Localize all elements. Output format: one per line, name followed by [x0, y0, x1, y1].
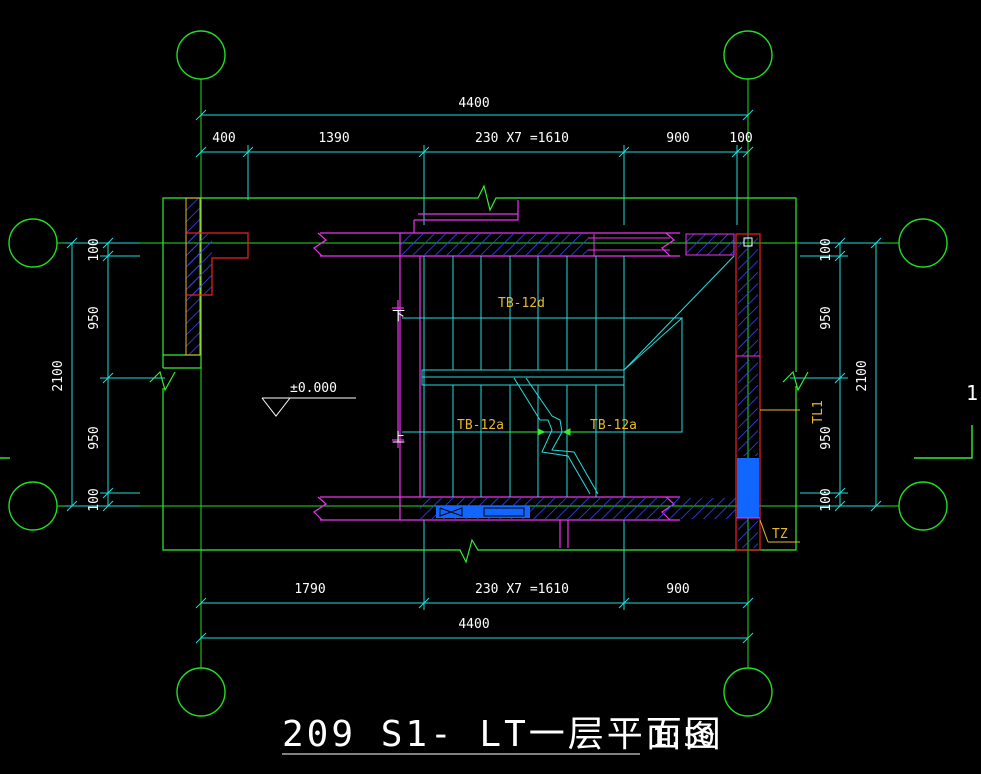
stair-treads — [402, 255, 735, 497]
label-down: 下 — [392, 309, 405, 324]
dim-bottom-overall: 4400 — [458, 617, 489, 632]
dim-bottom-steps: 230 X7 =1610 — [475, 582, 569, 597]
axis-circle-left-upper — [8, 218, 58, 268]
axis-circle-top-left — [176, 30, 226, 80]
dim-right-950-top: 950 — [819, 306, 834, 329]
dim-left-100-top: 100 — [87, 238, 102, 261]
label-tl1: TL1 — [811, 400, 826, 423]
dim-top-overall: 4400 — [458, 96, 489, 111]
label-up: 上 — [392, 431, 405, 446]
label-elevation: ±0.000 — [290, 381, 337, 396]
dim-top-400: 400 — [212, 131, 235, 146]
dim-left-100-bottom: 100 — [87, 488, 102, 511]
dimension-lines — [65, 109, 884, 644]
top-beam-hatch — [400, 234, 588, 255]
dim-right-100-top: 100 — [819, 238, 834, 261]
dim-bottom-1790: 1790 — [294, 582, 325, 597]
axis-circle-right-lower — [898, 481, 948, 531]
axis-circle-left-lower — [8, 481, 58, 531]
dim-top-100: 100 — [729, 131, 752, 146]
label-tz: TZ — [772, 527, 788, 542]
section-mark-number: 1 — [966, 381, 978, 405]
dim-top-steps: 230 X7 =1610 — [475, 131, 569, 146]
dim-top-1390: 1390 — [318, 131, 349, 146]
dim-left-950-bottom: 950 — [87, 426, 102, 449]
label-tb12a-right: TB-12a — [590, 418, 637, 433]
section-mark — [914, 425, 973, 459]
leaders — [759, 409, 800, 543]
column-tz-fill — [737, 458, 759, 518]
dim-left-2100: 2100 — [51, 360, 66, 391]
drawing-scale: 1:50 — [652, 723, 715, 753]
elevation-marker — [261, 397, 356, 417]
dim-right-100-bottom: 100 — [819, 488, 834, 511]
tread-arrows — [505, 428, 590, 436]
dim-right-2100: 2100 — [855, 360, 870, 391]
right-column — [735, 233, 761, 551]
axis-circle-right-upper — [898, 218, 948, 268]
axis-circle-bottom-right — [723, 667, 773, 717]
axis-lines — [57, 79, 899, 668]
axis-circle-bottom-left — [176, 667, 226, 717]
dim-right-950-bottom: 950 — [819, 426, 834, 449]
stair-structure — [313, 200, 680, 548]
dim-bottom-900: 900 — [666, 582, 689, 597]
left-column — [185, 197, 249, 356]
top-beam-right-hatch — [686, 234, 734, 255]
dim-left-950-top: 950 — [87, 306, 102, 329]
axis-circle-top-right — [723, 30, 773, 80]
label-tb12d: TB-12d — [498, 296, 545, 311]
dim-top-900: 900 — [666, 131, 689, 146]
label-tb12a-left: TB-12a — [457, 418, 504, 433]
drawing-title: 209 S1- LT一层平面图 — [282, 714, 724, 755]
